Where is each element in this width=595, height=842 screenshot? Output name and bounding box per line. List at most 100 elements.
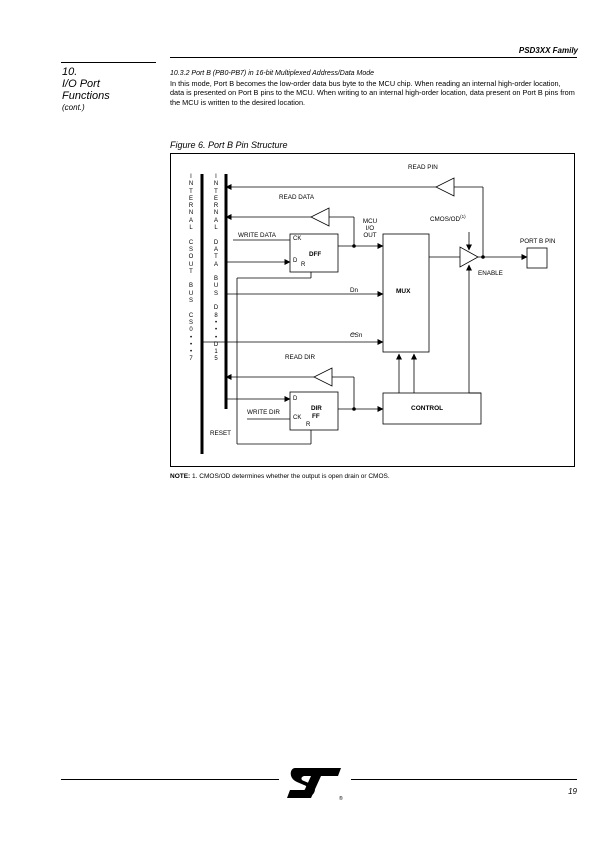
dir-label: DIR <box>311 405 322 412</box>
bus-letter: A <box>188 217 193 224</box>
control-label: CONTROL <box>411 405 444 412</box>
cmos-od-label: CMOS/OD(1) <box>430 214 466 224</box>
bus-letter: • <box>189 349 193 356</box>
read-dir-buffer <box>313 367 333 387</box>
dff-d-label: D <box>293 258 298 264</box>
note-label: NOTE: <box>170 473 191 480</box>
bus-letter: N <box>213 181 219 188</box>
bus-letter <box>211 298 221 305</box>
figure-caption: Figure 6. Port B Pin Structure <box>170 140 288 150</box>
bus-letter: T <box>189 188 193 195</box>
bus-letter: D <box>213 239 219 246</box>
bus-letter: T <box>214 188 218 195</box>
bus-letter: T <box>214 254 218 261</box>
section-rule <box>61 62 156 63</box>
page-number: 19 <box>568 787 577 796</box>
footer-rule-right <box>351 779 577 780</box>
body-paragraph: In this mode, Port B becomes the low-ord… <box>170 79 575 107</box>
dir-ff-r-label: R <box>306 422 311 428</box>
read-dir-label: READ DIR <box>285 354 316 361</box>
bus-letter: N <box>188 181 194 188</box>
bus-letter: L <box>214 225 218 232</box>
read-data-label: READ DATA <box>279 194 315 201</box>
subsection-heading: 10.3.2 Port B (PB0-PB7) in 16-bit Multip… <box>170 70 375 77</box>
dir-ff-d-label: D <box>293 396 298 402</box>
st-logo-icon: ® <box>281 764 351 807</box>
bus-letter: S <box>188 246 193 253</box>
bus-letter <box>186 276 196 283</box>
bus-letter: O <box>188 254 194 261</box>
bus-letter: U <box>188 290 194 297</box>
ff-label: FF <box>312 413 320 420</box>
bus-letter: T <box>189 268 193 275</box>
bus-letter: C <box>188 239 194 246</box>
dff-box <box>289 233 339 273</box>
note-text: 1. CMOS/OD determines whether the output… <box>192 473 390 480</box>
bus-letter: N <box>213 210 219 217</box>
bus-letter: A <box>213 217 218 224</box>
read-pin-buffer <box>435 177 455 197</box>
bus-letter: U <box>213 283 219 290</box>
bus-letter: L <box>189 225 193 232</box>
bus-letter: • <box>214 319 218 326</box>
reset-label: RESET <box>210 430 231 437</box>
write-data-label: WRITE DATA <box>238 232 276 239</box>
section-title-line2: Functions <box>62 90 110 102</box>
bus-letter: I <box>215 174 217 180</box>
dff-ck-label: CK <box>293 236 302 242</box>
bus-letter: B <box>188 283 193 290</box>
footer-rule-left <box>61 779 279 780</box>
output-buffer <box>459 246 479 268</box>
bus-letter <box>211 232 221 239</box>
read-pin-label: READ PIN <box>408 164 438 171</box>
read-data-buffer <box>310 207 330 227</box>
bus-letter: C <box>188 312 194 319</box>
bus-letter: E <box>213 195 218 202</box>
bus-letter: S <box>213 290 218 297</box>
port-b-pin-label: PORT B PIN <box>520 238 556 245</box>
csn-label: CSn <box>350 332 363 339</box>
bus-letter: A <box>213 246 218 253</box>
dir-ff-ck-label: CK <box>293 415 302 421</box>
bus-letter: R <box>213 203 219 210</box>
bus-letter <box>186 232 196 239</box>
bus-letter: D <box>213 305 219 312</box>
bus-letter: • <box>214 327 218 334</box>
dff-r-label: R <box>301 262 306 268</box>
mux-label: MUX <box>396 288 411 295</box>
svg-text:®: ® <box>339 795 343 802</box>
section-cont: (cont.) <box>62 103 85 112</box>
bus-letter: E <box>188 195 193 202</box>
bus-letter: • <box>189 341 193 348</box>
port-b-pin-box <box>526 247 548 269</box>
section-title: 10. I/O Port Functions (cont.) <box>62 66 110 114</box>
dir-ff-box <box>289 391 339 431</box>
section-number: 10. <box>62 66 78 78</box>
bus-letter: N <box>188 210 194 217</box>
bus-letter: S <box>188 298 193 305</box>
bus-letter: B <box>213 276 218 283</box>
bus-letter: 8 <box>214 312 218 319</box>
bus-letter: D <box>213 341 219 348</box>
bus-letter: I <box>190 174 192 180</box>
header-rule <box>170 57 577 58</box>
bus-letter: 0 <box>189 327 193 334</box>
port-b-schematic <box>200 174 548 454</box>
bus-letter: 7 <box>189 356 193 363</box>
section-title-line1: I/O Port <box>62 78 100 90</box>
bus-letter: • <box>214 334 218 341</box>
bus-letter: U <box>188 261 194 268</box>
write-dir-label: WRITE DIR <box>247 409 280 416</box>
dn-label: Dn <box>350 287 359 294</box>
bus-letter: • <box>189 334 193 341</box>
bus-letter: 5 <box>214 356 218 363</box>
dff-label: DFF <box>309 251 322 258</box>
bus-letter: 1 <box>214 349 218 356</box>
bus-letter: S <box>188 319 193 326</box>
figure-note: NOTE: 1. CMOS/OD determines whether the … <box>170 473 390 480</box>
bus-letter <box>186 305 196 312</box>
